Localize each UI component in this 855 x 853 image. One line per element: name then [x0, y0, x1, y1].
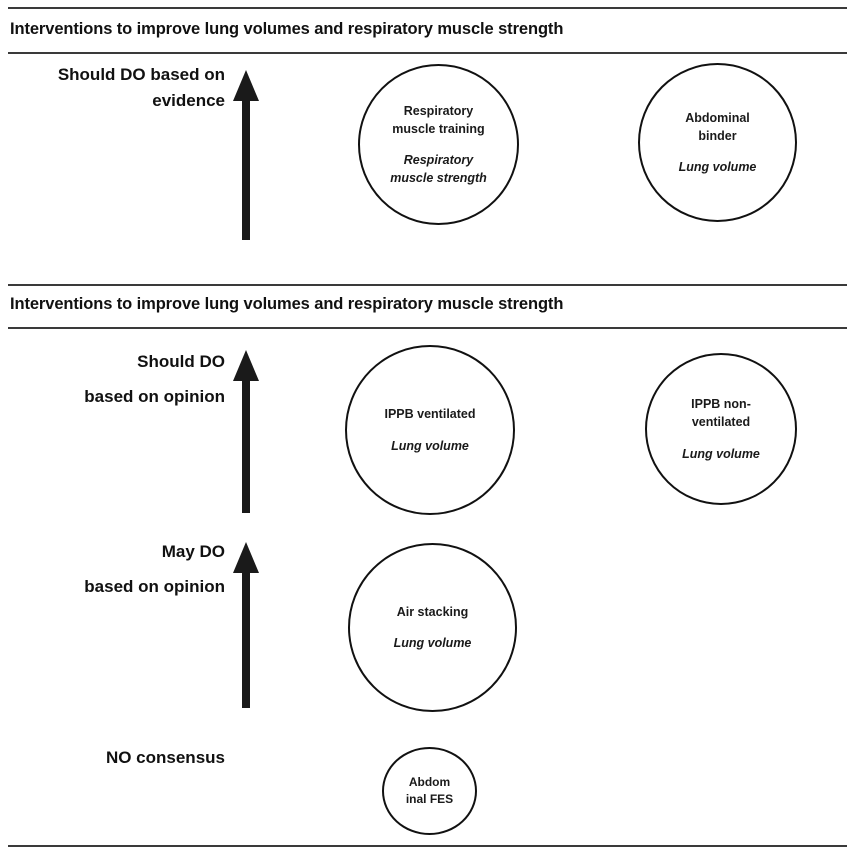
row-label-should-do-opinion: Should DO based on opinion [20, 345, 225, 415]
bubble-title: IPPB non- ventilated [691, 397, 751, 430]
bubble-title: Respiratory muscle training [392, 103, 485, 136]
up-arrow-should-do-opinion [228, 348, 264, 516]
section-2-header: Interventions to improve lung volumes an… [10, 295, 564, 313]
row-label-line-2: based on opinion [84, 576, 225, 596]
section-1-header: Interventions to improve lung volumes an… [10, 20, 564, 38]
bubble-title: Abdominal binder [685, 110, 750, 143]
row-label-line-2: based on opinion [84, 386, 225, 406]
divider-top [8, 7, 847, 9]
bubble-abdominal-binder: Abdominal binder Lung volume [638, 63, 797, 222]
bubble-outcome: Lung volume [393, 636, 472, 650]
bubble-title: IPPB ventilated [384, 407, 476, 422]
bubble-outcome: Lung volume [391, 438, 469, 453]
row-label-no-consensus: NO consensus [20, 745, 225, 771]
bubble-air-stacking: Air stacking Lung volume [348, 543, 517, 712]
bubble-title: Air stacking [396, 604, 469, 619]
up-arrow-should-do-evidence [228, 68, 264, 243]
row-label-line-1: Should DO [137, 352, 225, 371]
bubble-respiratory-muscle-training: Respiratory muscle training Respiratory … [358, 64, 519, 225]
divider-section-1-header [8, 52, 847, 54]
row-label-should-do-evidence: Should DO based on evidence [20, 62, 225, 115]
row-label-line-2: evidence [152, 91, 225, 111]
divider-section-2-header [8, 327, 847, 329]
bubble-outcome: Respiratory muscle strength [390, 153, 487, 186]
up-arrow-may-do-opinion [228, 540, 264, 711]
row-label-line-1: May DO [161, 542, 225, 561]
bubble-title: Abdom inal FES [405, 774, 454, 806]
divider-section-2-top [8, 284, 847, 286]
bubble-ippb-ventilated: IPPB ventilated Lung volume [345, 345, 515, 515]
divider-bottom [8, 845, 847, 847]
row-label-may-do-opinion: May DO based on opinion [20, 535, 225, 605]
bubble-outcome: Lung volume [682, 446, 760, 461]
row-label-line-1: Should DO based on [57, 65, 225, 84]
row-label-line-1: NO consensus [105, 748, 225, 767]
bubble-abdominal-fes: Abdom inal FES [382, 747, 477, 835]
bubble-ippb-non-ventilated: IPPB non- ventilated Lung volume [645, 353, 797, 505]
bubble-outcome: Lung volume [678, 160, 757, 175]
